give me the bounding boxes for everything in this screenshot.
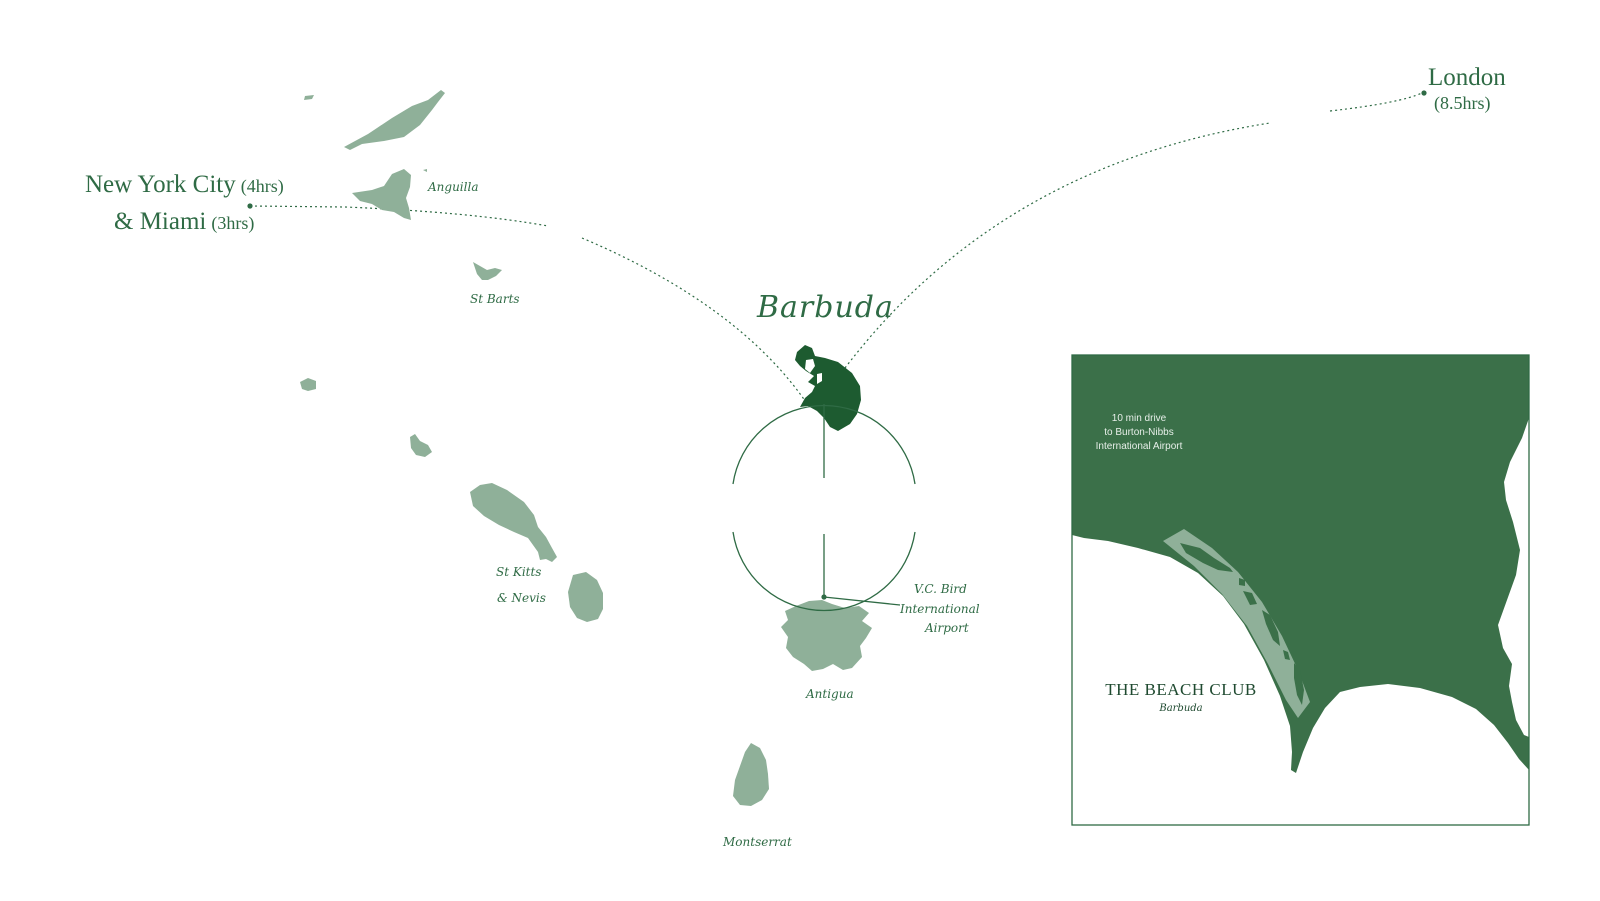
airport-pointer-line xyxy=(823,596,901,606)
beach-zone xyxy=(1163,529,1310,718)
anguilla-label: Anguilla xyxy=(427,180,478,194)
inset-map: 10 min drive to Burton-Nibbs Internation… xyxy=(1071,354,1530,826)
route-nyc-curve xyxy=(581,237,809,406)
nyc-label: New York City(4hrs) xyxy=(85,171,284,198)
barbuda-lagoon-shape xyxy=(805,359,815,373)
beach-islet xyxy=(1180,543,1233,572)
barbuda-lagoon-shape-2 xyxy=(817,373,822,384)
london-dot xyxy=(1421,90,1427,96)
inset-note-line3: International Airport xyxy=(1096,441,1183,452)
barbuda-lagoon xyxy=(805,359,822,384)
beach-islet xyxy=(1239,578,1245,586)
inset-note-line2: to Burton-Nibbs xyxy=(1104,427,1173,438)
island-nevis xyxy=(568,572,603,622)
barbuda-antigua-connector xyxy=(732,404,916,612)
airport-label-line3: Airport xyxy=(924,621,969,635)
airport-label-line1: V.C. Bird xyxy=(914,582,967,596)
london-label: London xyxy=(1428,64,1506,91)
island-small-north xyxy=(304,95,314,100)
route-nyc-line xyxy=(249,205,549,227)
island-statia xyxy=(410,434,432,457)
beach-islet xyxy=(1262,610,1280,646)
island-antigua xyxy=(781,600,872,671)
st-barts-label: St Barts xyxy=(470,292,520,306)
miami-label: & Miami(3hrs) xyxy=(114,208,254,235)
island-st-kitts xyxy=(470,483,557,562)
route-london-curve xyxy=(844,122,1271,369)
london-duration: (8.5hrs) xyxy=(1434,93,1491,114)
inset-land xyxy=(1072,355,1529,773)
inset-note-line1: 10 min drive xyxy=(1112,413,1167,424)
island-anguilla-north xyxy=(344,90,445,150)
inset-frame xyxy=(1071,354,1530,826)
nevis-label: & Nevis xyxy=(497,591,546,605)
barbuda-label: Barbuda xyxy=(756,290,894,325)
beach-club-title: THE BEACH CLUB xyxy=(1105,680,1257,699)
montserrat-label: Montserrat xyxy=(722,835,792,849)
airport-dot xyxy=(821,594,827,600)
island-anguilla xyxy=(352,169,411,220)
beach-islet xyxy=(1243,591,1257,605)
beach-club-subtitle: Barbuda xyxy=(1158,703,1202,714)
st-kitts-label: St Kitts xyxy=(496,565,541,579)
island-st-barts xyxy=(473,262,502,280)
island-saba xyxy=(300,378,316,391)
route-london-line xyxy=(1329,92,1423,112)
beach-islet xyxy=(1283,650,1290,660)
island-montserrat xyxy=(733,743,769,806)
nyc-dot xyxy=(247,203,253,209)
beach-islets xyxy=(1180,543,1304,705)
connector-lower-arc xyxy=(732,531,916,612)
islands-light xyxy=(300,90,872,806)
route-lines xyxy=(249,92,1423,406)
island-barbuda xyxy=(795,345,861,431)
antigua-label: Antigua xyxy=(805,687,854,701)
airport-label-line2: International xyxy=(899,602,980,616)
beach-islet xyxy=(1294,663,1304,705)
island-small-anguilla-islet xyxy=(423,169,427,172)
